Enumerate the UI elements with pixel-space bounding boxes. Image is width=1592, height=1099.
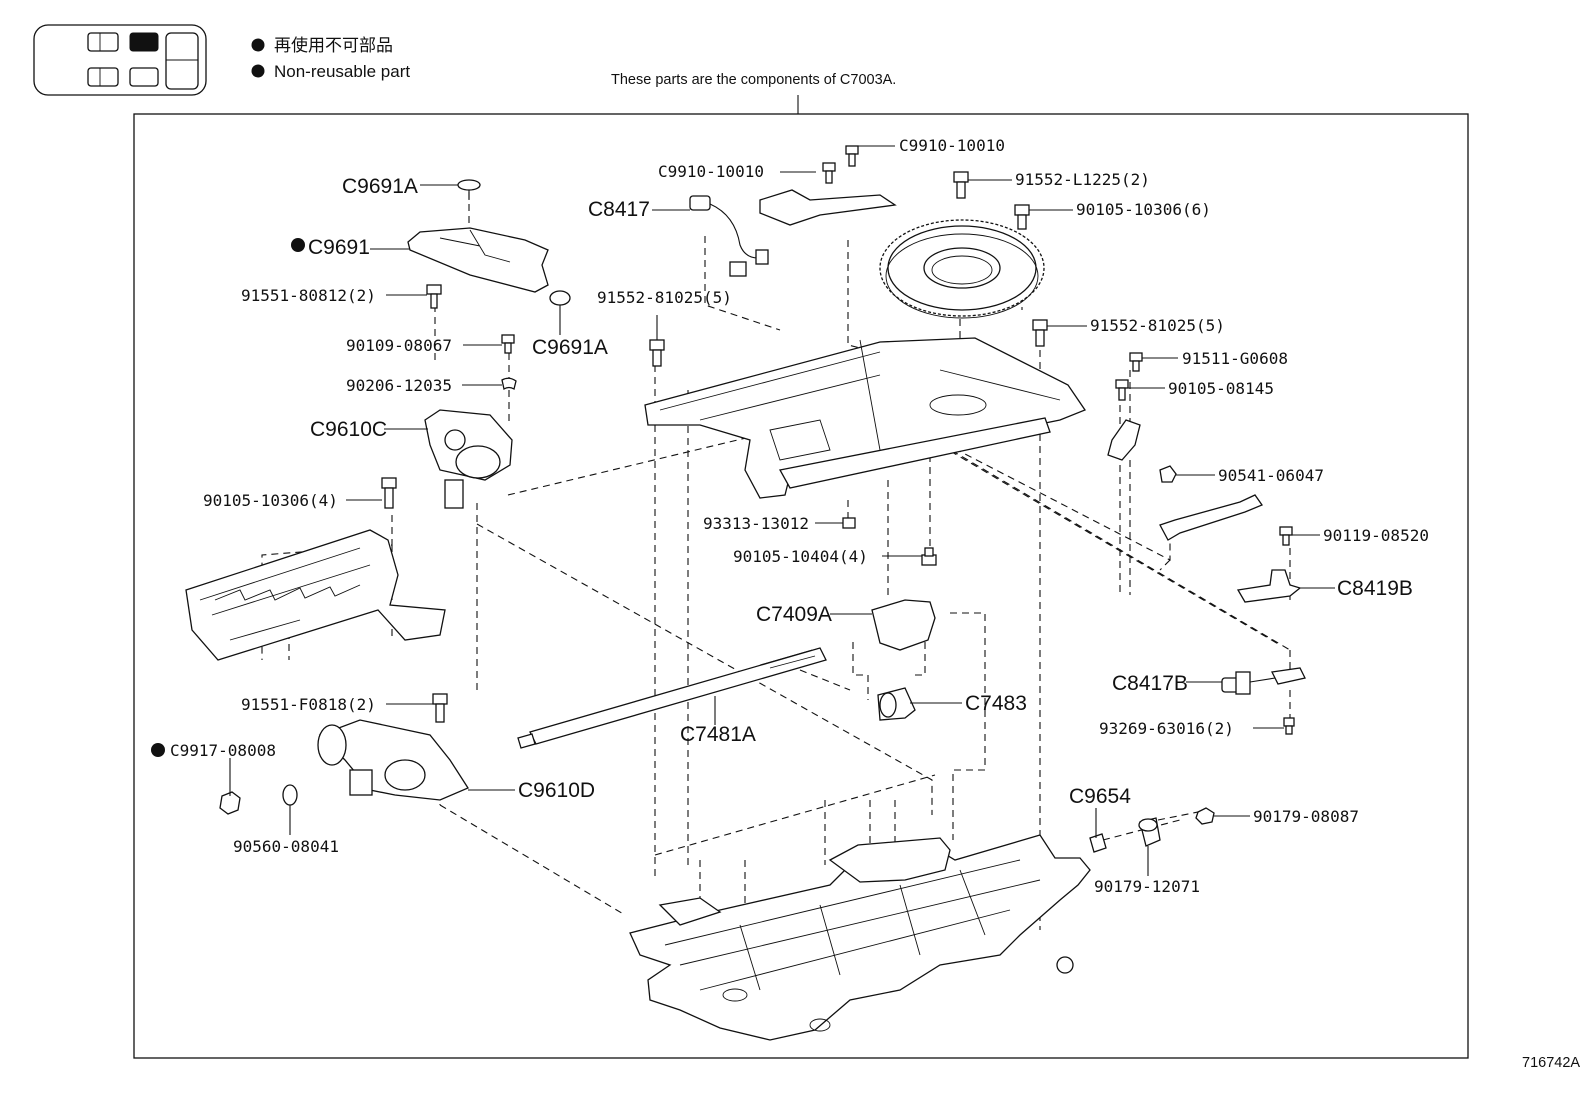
label-90105-10306-6: 90105-10306(6) <box>1076 200 1211 219</box>
bracket-c9910 <box>759 145 897 226</box>
bolt-93313-13012 <box>842 517 856 529</box>
bolt-91551-80812 <box>426 284 442 309</box>
bolt-91552-l1225 <box>953 171 969 199</box>
legend-item-english: Non-reusable part <box>274 62 410 81</box>
label-91552-81025-right: 91552-81025(5) <box>1090 316 1225 335</box>
seat-base-frame <box>629 834 1091 1041</box>
label-c9610d: C9610D <box>518 779 595 802</box>
label-90119-08520: 90119-08520 <box>1323 526 1429 545</box>
label-c8417: C8417 <box>588 198 650 221</box>
bolt-91552-81025-left <box>649 339 665 367</box>
gear-ring <box>879 219 1045 319</box>
label-90109-08067: 90109-08067 <box>346 336 452 355</box>
label-90206-12035: 90206-12035 <box>346 376 452 395</box>
spacer-90179-12071 <box>1138 817 1161 847</box>
nut-c9917-08008 <box>219 791 241 815</box>
header-note: These parts are the components of C7003A… <box>611 72 896 88</box>
bolt-90109-08067 <box>501 334 515 354</box>
bracket-c8419b <box>1236 569 1302 603</box>
nut-90179-08087 <box>1195 807 1215 825</box>
bolt-90105-10306-6 <box>1014 204 1030 230</box>
figure-id: 716742A <box>1522 1055 1580 1071</box>
link-arm <box>1159 494 1263 541</box>
screw-93269-63016 <box>1283 717 1295 735</box>
label-c9691a-top: C9691A <box>342 175 418 198</box>
connector-c8417b <box>1221 667 1306 695</box>
non-reusable-bullet-icon <box>251 64 265 78</box>
collar-c9654 <box>1089 833 1107 853</box>
label-c9691: C9691 <box>308 236 370 259</box>
clip-c9691a-top <box>457 179 481 200</box>
rail-bracket-left <box>185 529 446 661</box>
bolt-91511-g0608 <box>1129 352 1143 372</box>
label-c9654: C9654 <box>1069 785 1131 808</box>
connector-c8417 <box>689 195 769 277</box>
label-90560-08041: 90560-08041 <box>233 837 339 856</box>
clip-c9691a-lower <box>549 290 571 335</box>
label-91551-f0818: 91551-F0818(2) <box>241 695 376 714</box>
label-c9910-left: C9910-10010 <box>658 162 764 181</box>
label-c8419b: C8419B <box>1337 577 1413 600</box>
legend-item-japanese: 再使用不可部品 <box>274 35 393 55</box>
bolt-90119-08520 <box>1279 526 1293 546</box>
non-reusable-bullet-icon <box>291 238 305 252</box>
bolt-90105-08145 <box>1115 379 1129 401</box>
non-reusable-bullet-icon <box>151 743 165 757</box>
label-93269-63016: 93269-63016(2) <box>1099 719 1234 738</box>
label-c9610c: C9610C <box>310 418 387 441</box>
motor-c9610c <box>424 409 513 509</box>
label-90179-12071: 90179-12071 <box>1094 877 1200 896</box>
label-91552-81025-left: 91552-81025(5) <box>597 288 732 307</box>
label-c7409a: C7409A <box>756 603 832 626</box>
label-c7483: C7483 <box>965 692 1027 715</box>
bracket-c7409a <box>871 599 936 651</box>
bushing-c7483 <box>877 687 916 721</box>
label-90105-10404: 90105-10404(4) <box>733 547 868 566</box>
label-90179-08087: 90179-08087 <box>1253 807 1359 826</box>
label-c9691a-lower: C9691A <box>532 336 608 359</box>
label-90541-06047: 90541-06047 <box>1218 466 1324 485</box>
cover-c9691 <box>407 227 549 293</box>
label-91551-80812: 91551-80812(2) <box>241 286 376 305</box>
label-90105-10306-4: 90105-10306(4) <box>203 491 338 510</box>
seat-frame-plate <box>644 337 1086 499</box>
diagram-frame <box>133 113 1469 1059</box>
nut-90541-06047 <box>1159 465 1177 483</box>
motor-c9610d <box>317 719 469 801</box>
label-91511-g0608: 91511-G0608 <box>1182 349 1288 368</box>
shaft-c7481a <box>517 647 827 749</box>
label-90105-08145: 90105-08145 <box>1168 379 1274 398</box>
bolt-90105-10404 <box>921 547 937 566</box>
bracket-small-right <box>1107 419 1141 461</box>
label-93313-13012: 93313-13012 <box>703 514 809 533</box>
label-c9917-08008: C9917-08008 <box>170 741 276 760</box>
label-c7481a: C7481A <box>680 723 756 746</box>
bolt-91551-f0818 <box>432 693 448 723</box>
label-c9910-right: C9910-10010 <box>899 136 1005 155</box>
bolt-90105-10306-4 <box>381 477 397 509</box>
label-c8417b: C8417B <box>1112 672 1188 695</box>
washer-90560-08041 <box>282 784 298 806</box>
washer-90206-12035 <box>501 377 517 391</box>
leader-lines <box>229 145 1335 876</box>
label-91552-l1225: 91552-L1225(2) <box>1015 170 1150 189</box>
seat-position-key <box>33 24 207 96</box>
non-reusable-bullet-icon <box>251 38 265 52</box>
bolt-91552-81025-right <box>1032 319 1048 347</box>
